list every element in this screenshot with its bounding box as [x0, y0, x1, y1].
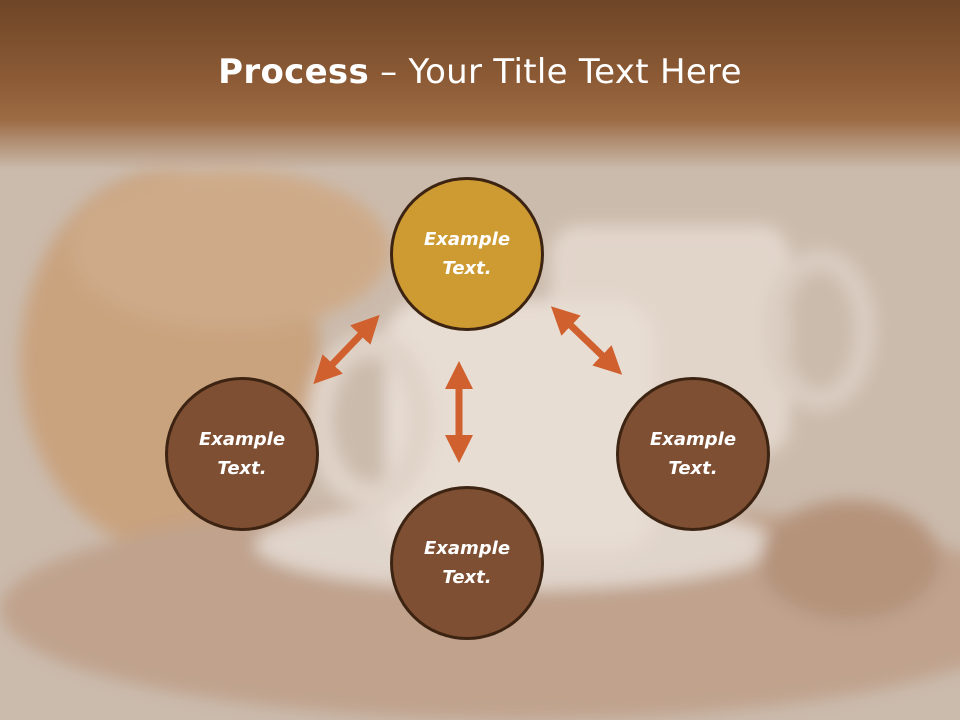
- title-rest: – Your Title Text Here: [369, 52, 742, 92]
- arrow-top-right: [550, 306, 623, 375]
- node-left: Example Text.: [165, 377, 319, 531]
- node-right: Example Text.: [616, 377, 770, 531]
- slide-title: Process – Your Title Text Here: [0, 52, 960, 92]
- title-banner: [0, 0, 960, 170]
- node-bottom: Example Text.: [390, 486, 544, 640]
- node-top: Example Text.: [390, 177, 544, 331]
- title-bold: Process: [218, 52, 370, 92]
- arrow-top-left: [313, 314, 380, 385]
